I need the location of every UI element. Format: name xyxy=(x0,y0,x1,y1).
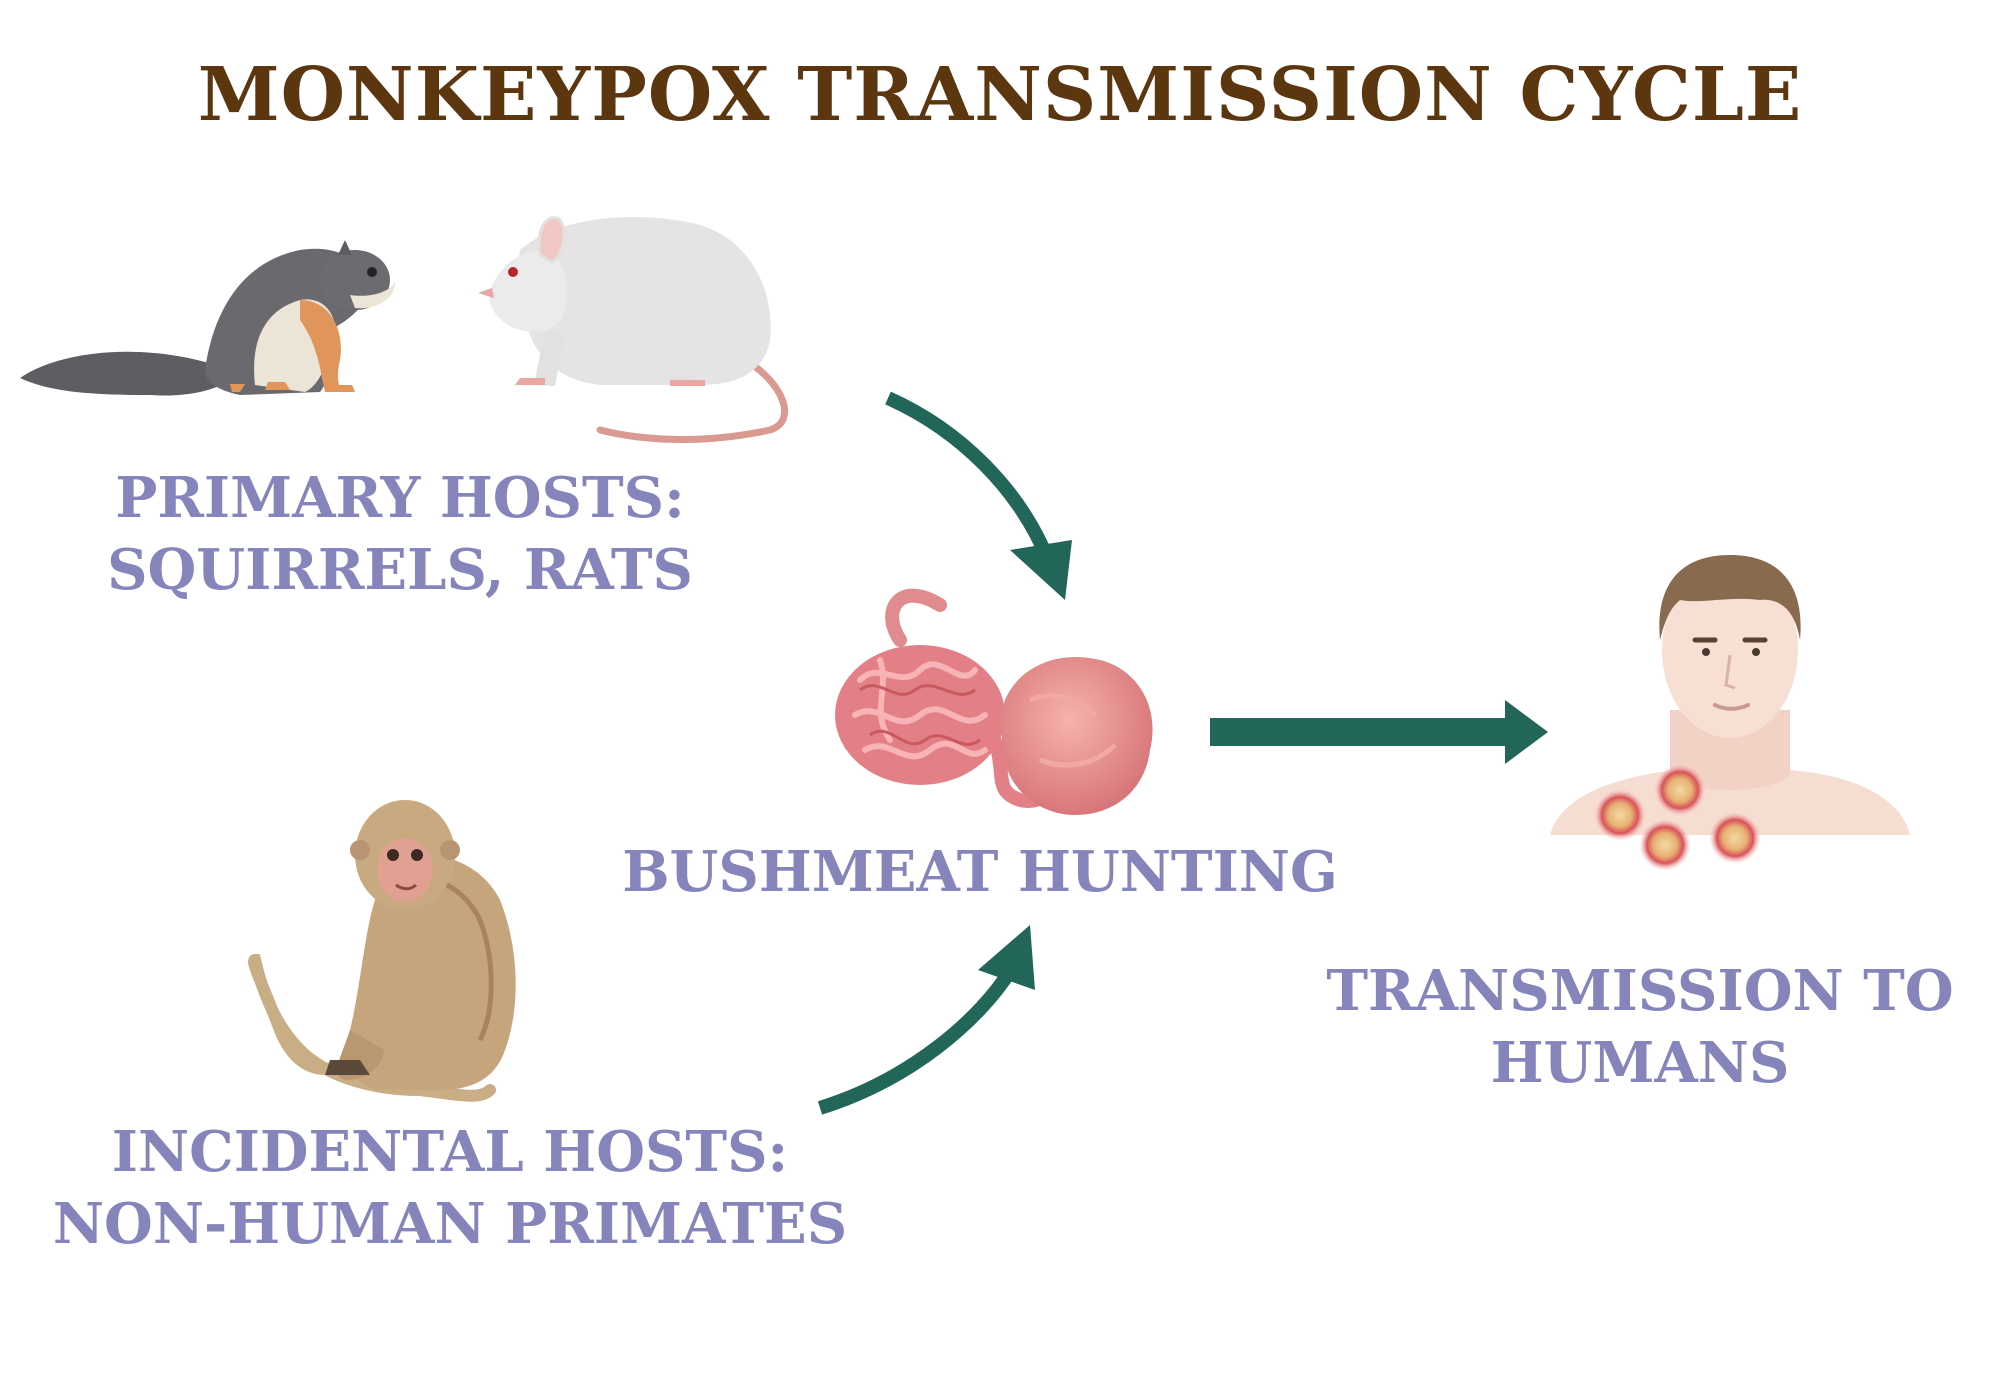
label-humans: TRANSMISSION TO HUMANS xyxy=(1320,955,1960,1099)
label-primary-line2: SQUIRRELS, RATS xyxy=(107,537,693,603)
page-title: MONKEYPOX TRANSMISSION CYCLE xyxy=(197,52,1803,138)
arrow-bushmeat-to-humans xyxy=(1210,700,1548,764)
label-bushmeat-line1: BUSHMEAT HUNTING xyxy=(622,839,1338,905)
label-incidental-line1: INCIDENTAL HOSTS: xyxy=(111,1119,789,1185)
label-incidental-line2: NON-HUMAN PRIMATES xyxy=(52,1191,848,1257)
label-humans-line2: HUMANS xyxy=(1490,1030,1790,1096)
rat-icon xyxy=(478,216,789,443)
human-icon xyxy=(1550,555,1910,871)
arrow-hosts-to-bushmeat xyxy=(885,391,1072,600)
arrow-primates-to-bushmeat xyxy=(817,925,1035,1115)
label-primary-hosts: PRIMARY HOSTS: SQUIRRELS, RATS xyxy=(60,462,740,606)
label-incidental-hosts: INCIDENTAL HOSTS: NON-HUMAN PRIMATES xyxy=(40,1116,860,1260)
label-bushmeat: BUSHMEAT HUNTING xyxy=(600,836,1360,908)
monkey-icon xyxy=(248,800,516,1102)
label-humans-line1: TRANSMISSION TO xyxy=(1326,958,1954,1024)
intestines-icon xyxy=(835,588,1153,815)
label-primary-line1: PRIMARY HOSTS: xyxy=(115,465,685,531)
squirrel-icon xyxy=(20,240,395,396)
